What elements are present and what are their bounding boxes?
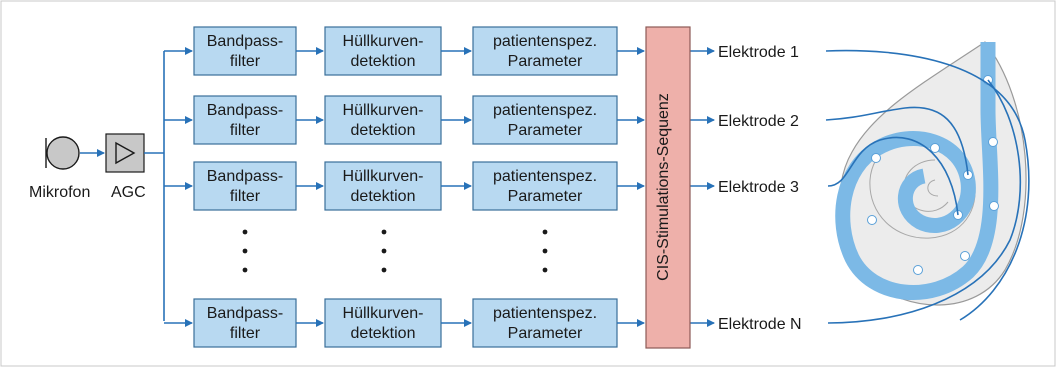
cis-sequence-bar xyxy=(645,26,691,349)
patient-parameter-block-label: patientenspez. xyxy=(493,33,597,50)
envelope-detection-block-label: detektion xyxy=(351,53,416,70)
microphone-label: Mikrofon xyxy=(29,184,90,201)
electrode-label: Elektrode 2 xyxy=(718,113,799,130)
patient-parameter-block xyxy=(472,26,618,76)
patient-parameter-block-label: Parameter xyxy=(508,188,583,205)
envelope-detection-block-label: Hüllkurven- xyxy=(343,168,424,185)
patient-parameter-block-label: Parameter xyxy=(508,122,583,139)
ellipsis-dots xyxy=(242,229,548,273)
electrode-label: Elektrode 3 xyxy=(718,179,799,196)
envelope-detection-block xyxy=(324,161,442,211)
bandpass-filter-block-label: Bandpass- xyxy=(207,305,284,322)
channel-row: Bandpass-filter Hüllkurven-detektion patie… xyxy=(164,298,802,348)
patient-parameter-block-label: patientenspez. xyxy=(493,168,597,185)
bandpass-filter-block-label: filter xyxy=(230,122,261,139)
envelope-detection-block-label: Hüllkurven- xyxy=(343,102,424,119)
bandpass-filter-block-label: Bandpass- xyxy=(207,102,284,119)
bandpass-filter-block xyxy=(193,298,297,348)
bandpass-filter-block-label: filter xyxy=(230,53,261,70)
envelope-detection-block xyxy=(324,95,442,145)
bandpass-filter-block-label: Bandpass- xyxy=(207,33,284,50)
channel-row: Bandpass-filter Hüllkurven-detektion patie… xyxy=(164,161,799,211)
cochlea-illustration xyxy=(835,41,1027,306)
patient-parameter-block-label: patientenspez. xyxy=(493,305,597,322)
envelope-detection-block-label: Hüllkurven- xyxy=(343,305,424,322)
channel-row: Bandpass-filter Hüllkurven-detektion patie… xyxy=(164,26,799,76)
agc-block xyxy=(105,133,145,173)
agc-label: AGC xyxy=(111,184,146,201)
envelope-detection-block-label: detektion xyxy=(351,122,416,139)
channel-row: Bandpass-filter Hüllkurven-detektion patie… xyxy=(164,95,799,145)
envelope-detection-block-label: Hüllkurven- xyxy=(343,33,424,50)
envelope-detection-block xyxy=(324,298,442,348)
microphone xyxy=(45,136,80,170)
bandpass-filter-block-label: filter xyxy=(230,325,261,342)
patient-parameter-block xyxy=(472,161,618,211)
envelope-detection-block-label: detektion xyxy=(351,325,416,342)
bandpass-filter-block-label: filter xyxy=(230,188,261,205)
patient-parameter-block-label: patientenspez. xyxy=(493,102,597,119)
patient-parameter-block-label: Parameter xyxy=(508,325,583,342)
bandpass-filter-block xyxy=(193,161,297,211)
cis-sequence-label: CIS-Stimulations-Sequenz xyxy=(655,93,672,281)
electrode-leads xyxy=(825,49,1030,324)
envelope-detection-block-label: detektion xyxy=(351,188,416,205)
bandpass-filter-block xyxy=(193,95,297,145)
electrode-label: Elektrode 1 xyxy=(718,44,799,61)
bandpass-filter-block-label: Bandpass- xyxy=(207,168,284,185)
bandpass-filter-block xyxy=(193,26,297,76)
electrode-label: Elektrode N xyxy=(718,316,802,333)
patient-parameter-block xyxy=(472,95,618,145)
patient-parameter-block-label: Parameter xyxy=(508,53,583,70)
